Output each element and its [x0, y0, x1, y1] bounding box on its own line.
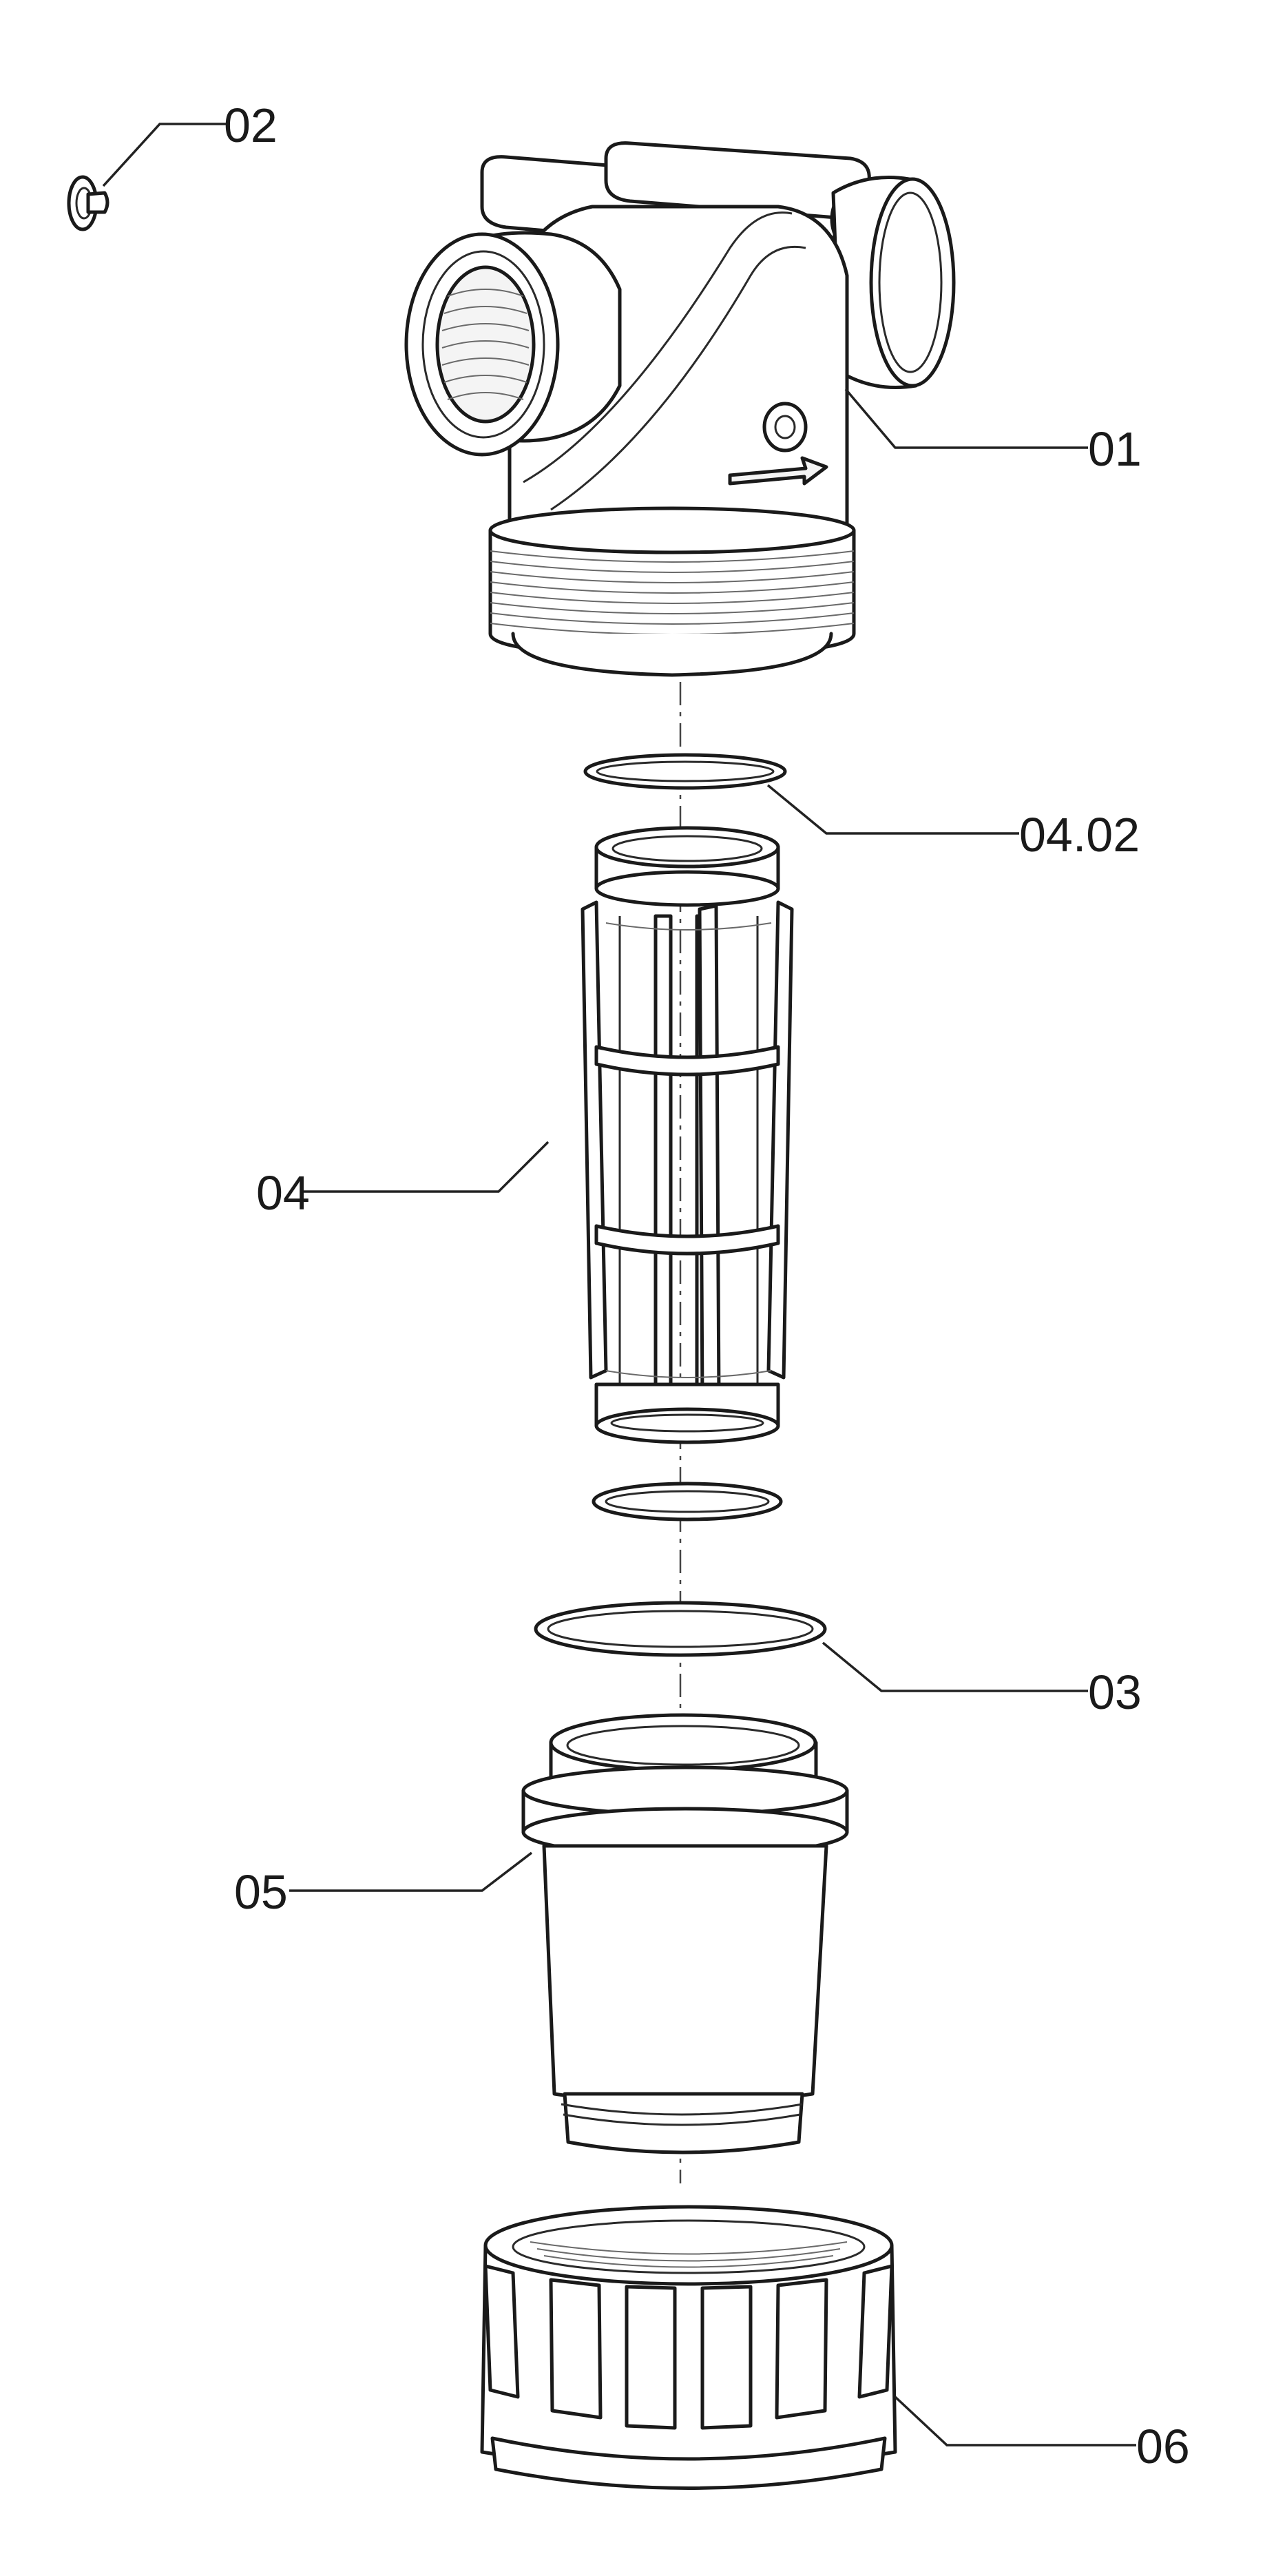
part-01-filter-head [404, 141, 956, 677]
part-04-02-o-ring [583, 753, 787, 790]
leader-06 [894, 2396, 1136, 2447]
leader-04 [303, 1141, 550, 1193]
part-05-filter-bowl [521, 1713, 849, 2154]
leader-01 [844, 388, 1088, 449]
part-04-filter-cartridge [581, 826, 794, 1444]
callout-03: 03 [1088, 1665, 1142, 1719]
leader-05 [289, 1851, 533, 1892]
part-06-ring-nut [480, 2205, 897, 2490]
part-02-plug [67, 175, 109, 231]
callout-01: 01 [1088, 422, 1142, 476]
callout-04: 04 [256, 1166, 310, 1220]
callout-04-02: 04.02 [1019, 808, 1140, 862]
callout-06: 06 [1136, 2420, 1190, 2473]
callout-05: 05 [234, 1865, 288, 1919]
leader-04-02 [766, 784, 1019, 835]
leader-02 [102, 123, 227, 187]
callout-02: 02 [224, 98, 278, 152]
part-03-large-o-ring [534, 1601, 827, 1657]
leader-03 [822, 1641, 1088, 1692]
part-04-lower-o-ring [592, 1482, 783, 1521]
